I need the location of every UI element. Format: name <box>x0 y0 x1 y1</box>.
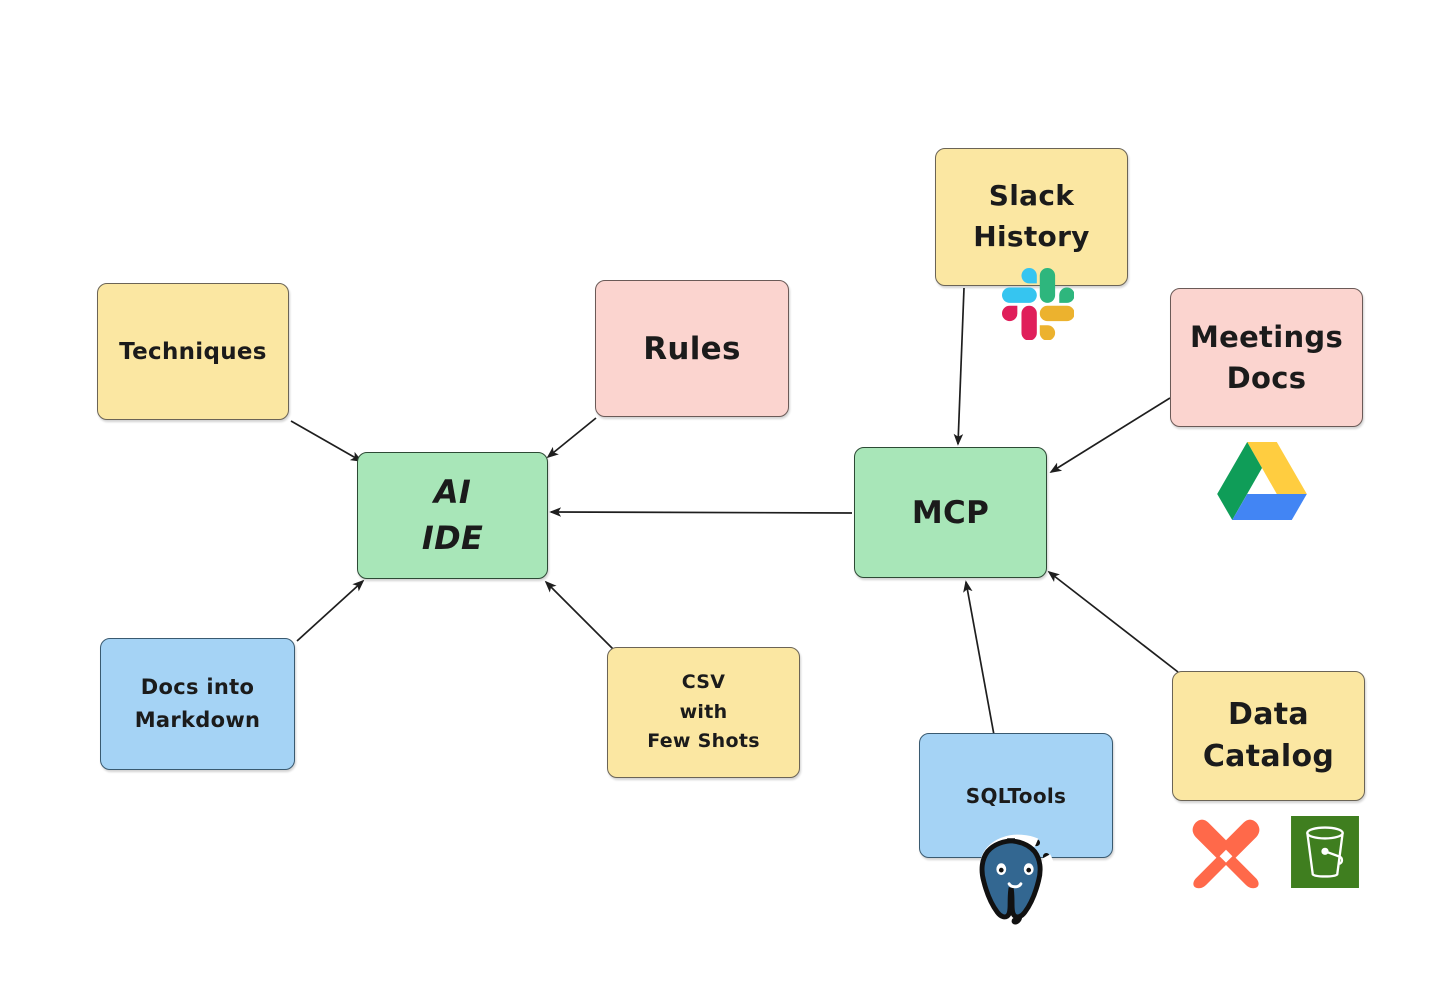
edge-mcp-to-ai-ide <box>549 507 853 517</box>
edge-sqltools-to-mcp <box>963 580 995 736</box>
node-meetings-docs-label-line2: Docs <box>1226 360 1307 395</box>
node-csv-with-few-shots[interactable]: CSV with Few Shots <box>607 647 800 778</box>
node-slack-history-label-line1: Slack <box>988 179 1075 213</box>
node-docs-into-markdown[interactable]: Docs into Markdown <box>100 638 295 770</box>
edge-techniques-to-ai-ide <box>290 420 363 462</box>
node-docs-into-markdown-label-line1: Docs into <box>140 675 255 700</box>
node-csv-label-line2: with <box>679 700 728 723</box>
node-ai-ide-label-line1: AI <box>433 473 472 512</box>
dbt-icon <box>1192 819 1260 889</box>
node-slack-history[interactable]: Slack History <box>935 148 1128 286</box>
edge-meetings-docs-to-mcp <box>1049 397 1171 473</box>
edge-slack-to-mcp <box>953 287 965 446</box>
node-ai-ide[interactable]: AI IDE <box>357 452 548 579</box>
node-techniques[interactable]: Techniques <box>97 283 289 420</box>
amazon-s3-icon <box>1291 816 1359 888</box>
node-meetings-docs[interactable]: Meetings Docs <box>1170 288 1363 427</box>
node-mcp[interactable]: MCP <box>854 447 1047 578</box>
node-rules-label: Rules <box>643 330 741 367</box>
edge-data-catalog-to-mcp <box>1047 570 1179 673</box>
node-data-catalog-label-line2: Catalog <box>1202 739 1335 774</box>
node-mcp-label: MCP <box>911 494 990 531</box>
node-rules[interactable]: Rules <box>595 280 789 417</box>
edge-csv-to-ai-ide <box>544 580 614 650</box>
slack-icon <box>1002 268 1074 340</box>
node-techniques-label: Techniques <box>119 338 267 365</box>
postgresql-icon <box>979 834 1056 925</box>
edge-docs-markdown-to-ai-ide <box>296 579 365 642</box>
google-drive-icon <box>1217 442 1307 520</box>
node-data-catalog-label-line1: Data <box>1228 697 1309 732</box>
edge-rules-to-ai-ide <box>546 417 597 459</box>
node-csv-label-line3: Few Shots <box>647 730 760 753</box>
node-docs-into-markdown-label-line2: Markdown <box>134 708 261 732</box>
node-meetings-docs-label-line1: Meetings <box>1189 319 1344 354</box>
node-csv-label-line1: CSV <box>681 671 726 694</box>
node-sqltools-label: SQLTools <box>965 783 1067 808</box>
node-sqltools[interactable]: SQLTools <box>919 733 1113 858</box>
node-data-catalog[interactable]: Data Catalog <box>1172 671 1365 801</box>
node-ai-ide-label-line2: IDE <box>421 518 484 557</box>
node-slack-history-label-line2: History <box>973 220 1090 253</box>
